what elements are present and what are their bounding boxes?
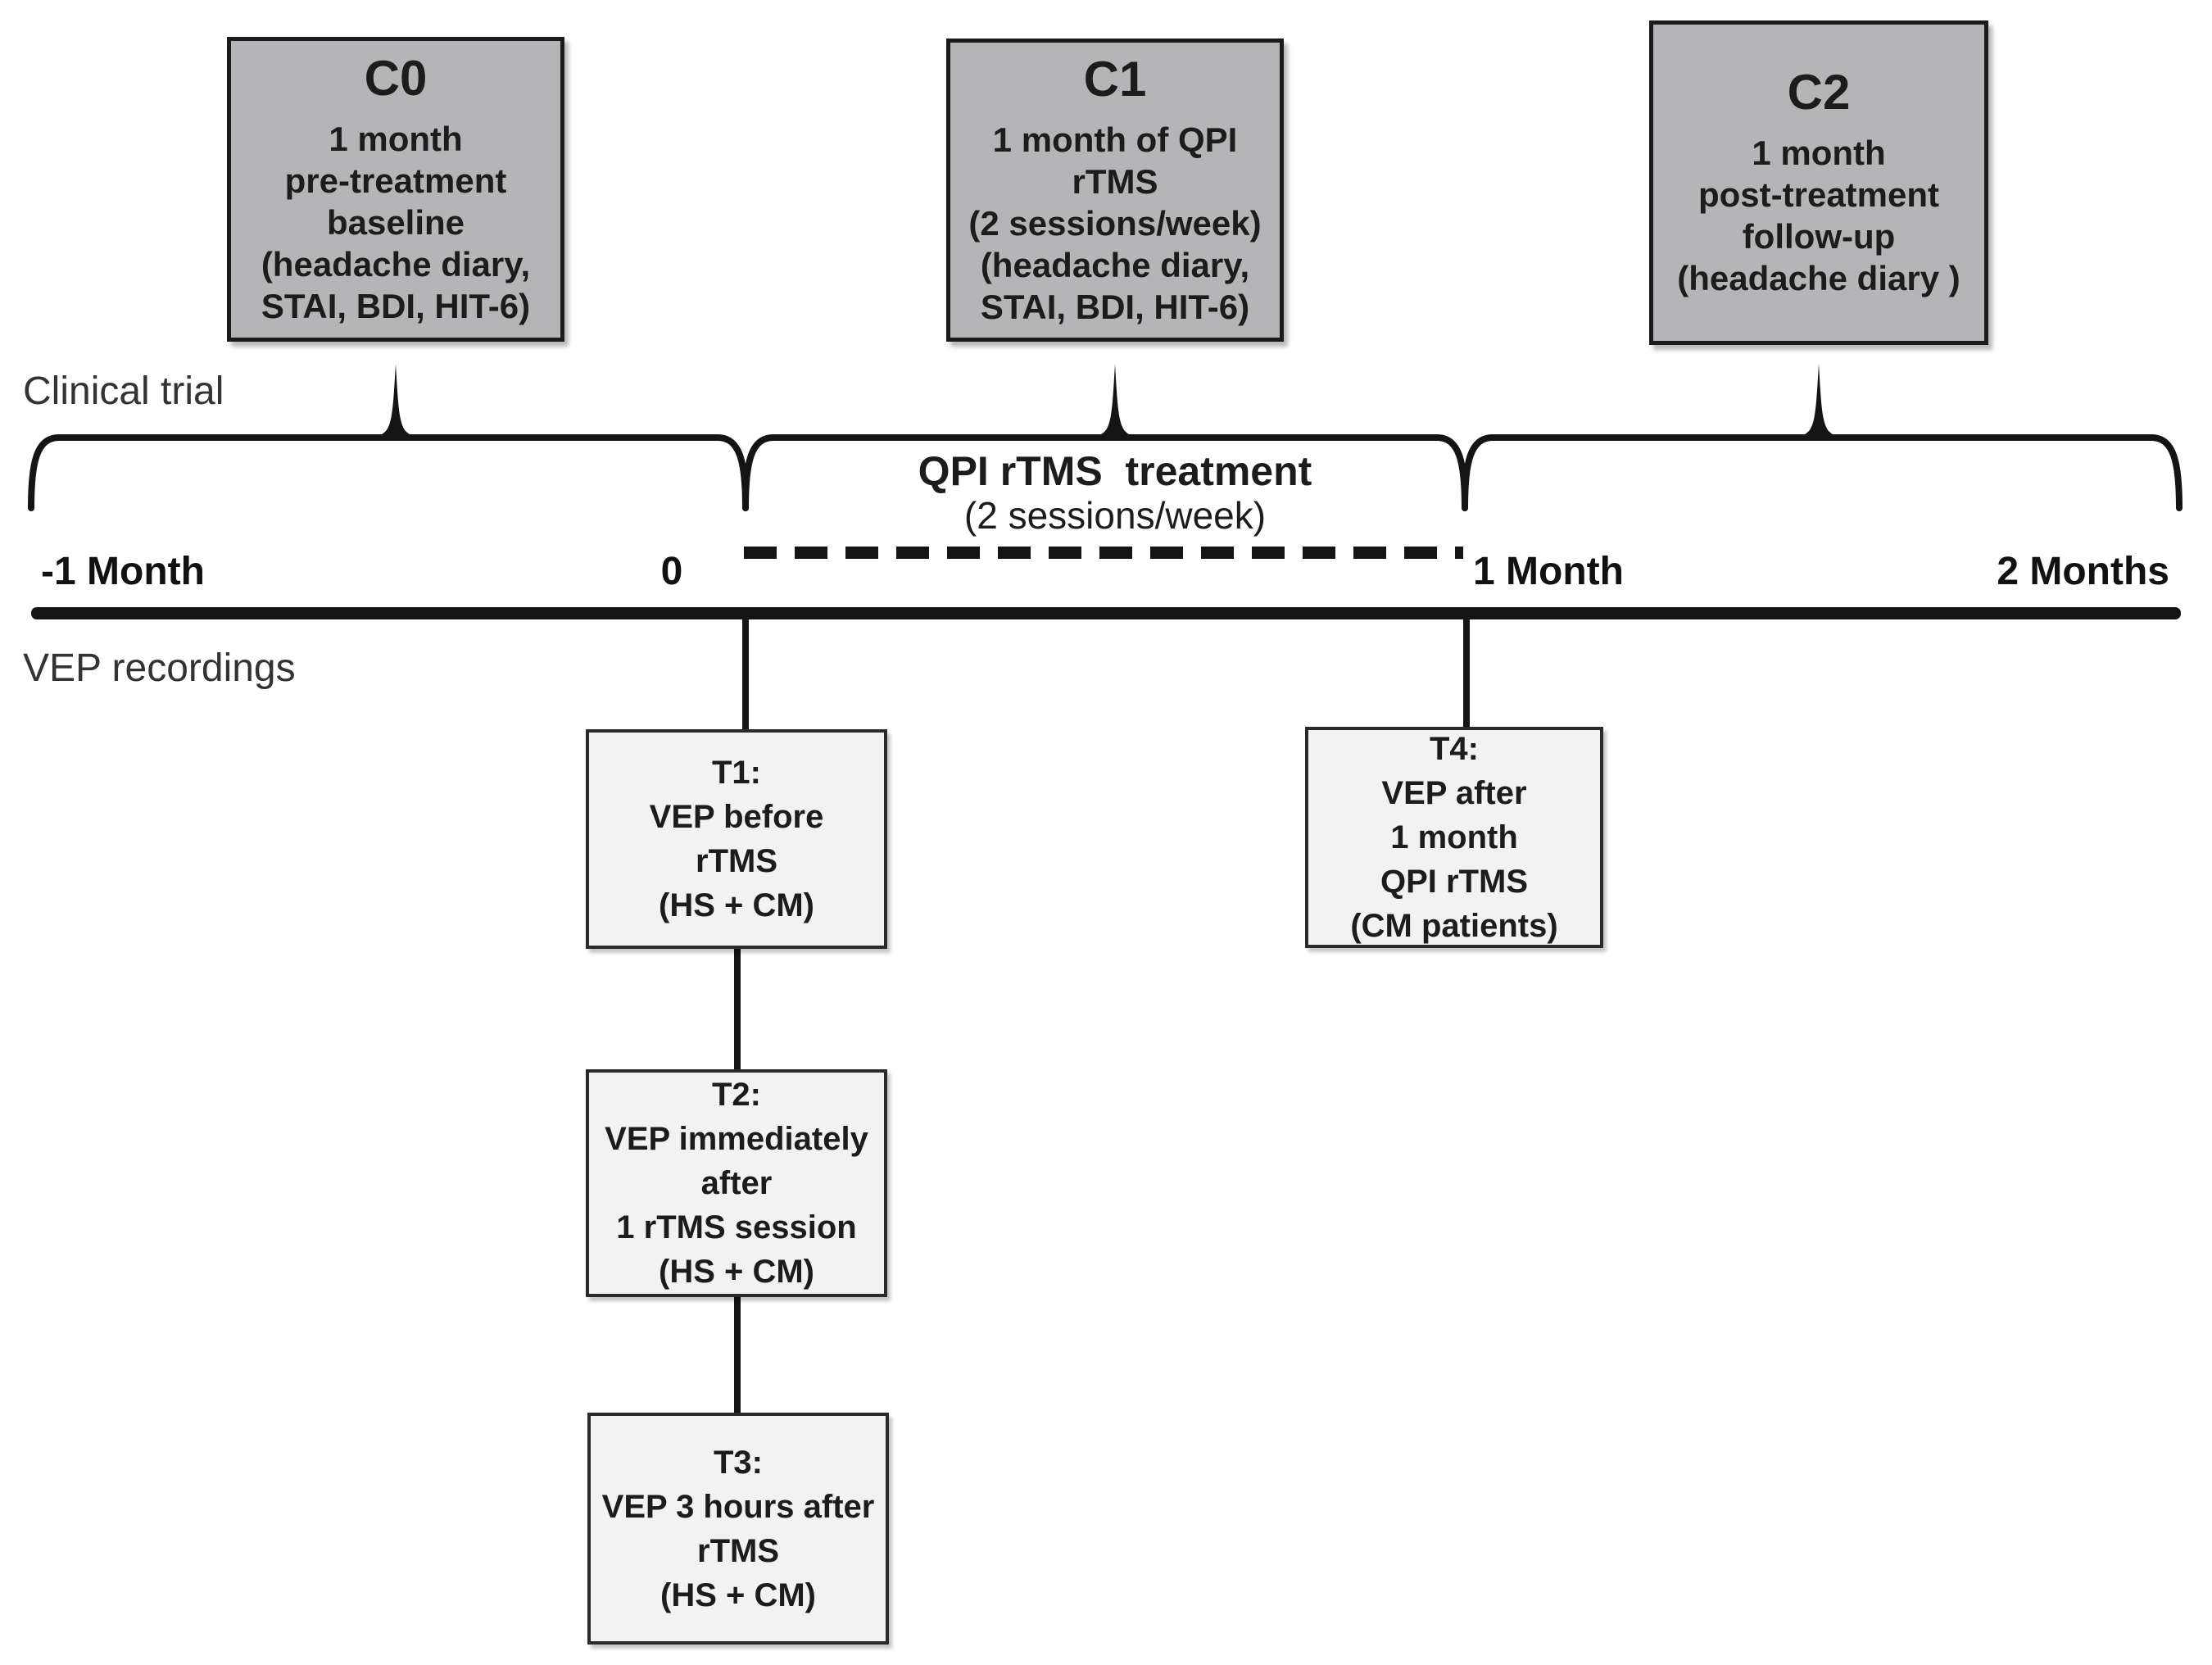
t3-line: rTMS: [697, 1532, 779, 1569]
c2-line: follow-up: [1742, 217, 1896, 256]
clinical-trial-label: Clinical trial: [23, 370, 224, 413]
vep-recordings-label: VEP recordings: [23, 646, 296, 690]
c0-title: C0: [364, 50, 428, 106]
t3-line: (HS + CM): [660, 1577, 816, 1613]
clinical-box-c1: C1 1 month of QPI rTMS (2 sessions/week)…: [946, 39, 1284, 342]
t1-line: T1:: [712, 755, 761, 791]
timeline-axis: [31, 607, 2181, 619]
connector-timeline-t1: [742, 616, 749, 731]
c1-line: (2 sessions/week): [968, 203, 1262, 243]
c2-line: (headache diary ): [1677, 259, 1960, 297]
connector-t2-t3: [734, 1294, 741, 1414]
t2-line: 1 rTMS session: [616, 1209, 857, 1245]
c0-line: 1 month: [329, 119, 463, 158]
tick-zero: 0: [660, 550, 683, 593]
t2-line: VEP immediately: [605, 1121, 868, 1157]
t1-line: VEP before: [649, 799, 824, 835]
brace-pretreatment-period: [28, 434, 749, 511]
c2-line: post-treatment: [1698, 175, 1940, 214]
t4-line: 1 month: [1390, 819, 1518, 855]
t2-line: after: [700, 1165, 773, 1201]
treatment-dashed-line: [744, 547, 1463, 559]
vep-box-t2: T2: VEP immediately after 1 rTMS session…: [586, 1069, 887, 1297]
tick-2-months: 2 Months: [1997, 550, 2169, 593]
c2-title: C2: [1787, 65, 1851, 120]
tick-1-month: 1 Month: [1473, 550, 1624, 593]
treatment-subtitle: (2 sessions/week): [963, 494, 1267, 537]
brace-followup-period: [1462, 434, 2183, 511]
c2-line: 1 month: [1752, 134, 1886, 172]
brace-tip-c0: [370, 364, 421, 438]
treatment-title: QPI rTMS treatment: [918, 448, 1312, 494]
brace-tip-c2: [1793, 364, 1844, 438]
t2-line: T2:: [712, 1077, 761, 1113]
c1-title: C1: [1083, 51, 1147, 107]
vep-box-t1: T1: VEP before rTMS (HS + CM): [586, 729, 887, 949]
tick-minus-1-month: -1 Month: [41, 550, 205, 593]
t1-line: rTMS: [696, 843, 777, 879]
t4-line: T4:: [1430, 731, 1479, 767]
connector-timeline-t4: [1463, 616, 1470, 728]
connector-t1-t2: [734, 946, 741, 1071]
t4-line: (CM patients): [1350, 908, 1558, 944]
c1-line: STAI, BDI, HIT-6): [980, 287, 1250, 326]
c0-line: (headache diary,: [261, 244, 531, 284]
t3-line: T3:: [714, 1444, 763, 1481]
t4-line: VEP after: [1381, 775, 1527, 811]
c0-line: pre-treatment baseline: [284, 161, 507, 242]
t3-line: VEP 3 hours after: [601, 1488, 875, 1525]
vep-box-t4: T4: VEP after 1 month QPI rTMS (CM patie…: [1305, 727, 1603, 948]
brace-tip-c1: [1090, 364, 1140, 438]
c1-line: 1 month of QPI rTMS: [992, 120, 1238, 201]
c0-line: STAI, BDI, HIT-6): [261, 286, 531, 325]
vep-box-t3: T3: VEP 3 hours after rTMS (HS + CM): [587, 1413, 889, 1645]
t4-line: QPI rTMS: [1380, 864, 1529, 900]
clinical-box-c0: C0 1 month pre-treatment baseline (heada…: [227, 37, 564, 342]
t1-line: (HS + CM): [659, 887, 814, 923]
c1-line: (headache diary,: [980, 245, 1250, 284]
clinical-box-c2: C2 1 month post-treatment follow-up (hea…: [1649, 20, 1988, 345]
t2-line: (HS + CM): [659, 1254, 814, 1290]
